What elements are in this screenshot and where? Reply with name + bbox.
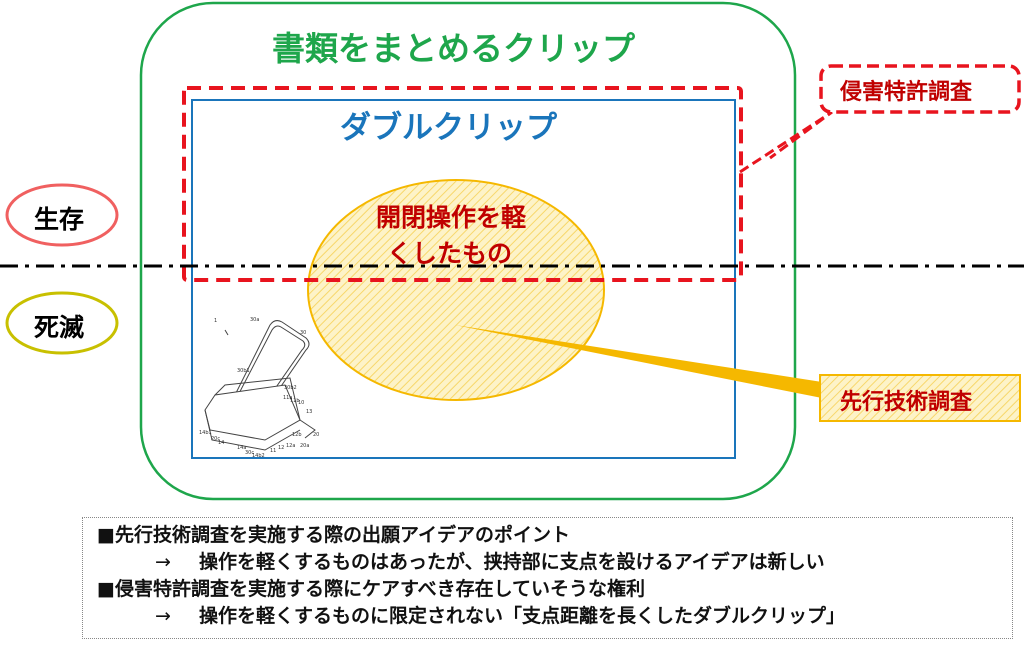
arrow-icon: →: [155, 551, 171, 573]
arrow-icon: →: [155, 605, 171, 627]
figure-label: 10: [298, 400, 305, 406]
infringement-callout-box: [819, 64, 1021, 114]
dead-ellipse: [5, 291, 119, 355]
note-heading-text: 侵害特許調査を実施する際にケアすべき存在していそうな権利: [114, 578, 646, 600]
figure-label: 14b2: [252, 453, 265, 459]
dead-label: 死滅: [34, 313, 85, 342]
note-detail-text: 操作を軽くするものはあったが、挟持部に支点を設けるアイデアは新しい: [199, 551, 825, 573]
figure-label: 30b1: [237, 368, 250, 374]
double-clip-title: ダブルクリップ: [340, 110, 557, 146]
figure-label: 14b1: [199, 430, 212, 436]
infringement-callout-pointer: [739, 110, 833, 174]
note-detail: → 操作を軽くするものはあったが、挟持部に支点を設けるアイデアは新しい: [97, 549, 1012, 576]
figure-label: 20c: [211, 436, 221, 442]
note-heading: ■先行技術調査を実施する際の出願アイデアのポイント: [97, 522, 1012, 549]
page-title: 書類をまとめるクリップ: [272, 29, 635, 68]
figure-label: 12b: [292, 432, 302, 438]
prior-art-callout-box: [819, 374, 1021, 422]
figure-label: 30a: [250, 317, 260, 323]
figure-label: 11: [270, 448, 277, 454]
note-heading-text: 先行技術調査を実施する際の出願アイデアのポイント: [114, 524, 571, 546]
alive-label: 生存: [34, 205, 85, 234]
figure-label: 20a: [300, 443, 310, 449]
figure-label: 12a: [286, 443, 296, 449]
ellipse-text-line1: 開閉操作を軽: [376, 203, 527, 232]
figure-label: 30: [300, 330, 307, 336]
figure-label: 11b: [290, 398, 300, 404]
figure-label: 1: [214, 318, 218, 324]
note-detail: → 操作を軽くするものに限定されない「支点距離を長くしたダブルクリップ」: [97, 603, 1012, 630]
bullet-icon: ■: [97, 578, 115, 600]
clip-category-frame: [139, 1, 797, 501]
figure-label: 30b2: [284, 385, 297, 391]
ellipse-text-line2: くしたもの: [387, 239, 513, 268]
figure-label: 30c: [245, 450, 255, 456]
figure-label: 14a: [237, 445, 247, 451]
figure-label: 13: [306, 409, 313, 415]
note-detail-text: 操作を軽くするものに限定されない「支点距離を長くしたダブルクリップ」: [199, 605, 846, 627]
note-heading: ■侵害特許調査を実施する際にケアすべき存在していそうな権利: [97, 576, 1012, 603]
figure-label: 11a: [283, 395, 293, 401]
notes-box: ■先行技術調査を実施する際の出願アイデアのポイント →操作を軽くするものはあった…: [82, 517, 1013, 639]
bullet-icon: ■: [97, 524, 115, 546]
prior-art-search-label: 先行技術調査: [840, 390, 973, 415]
prior-art-ellipse: [307, 179, 605, 401]
figure-label: 14: [218, 440, 225, 446]
infringement-search-label: 侵害特許調査: [840, 80, 973, 105]
figure-label: 20: [313, 432, 320, 438]
alive-ellipse: [5, 183, 119, 247]
infringement-frame: [182, 86, 743, 282]
figure-label: 12: [278, 445, 285, 451]
prior-art-callout-pointer: [455, 325, 822, 398]
double-clip-drawing: [204, 320, 316, 451]
